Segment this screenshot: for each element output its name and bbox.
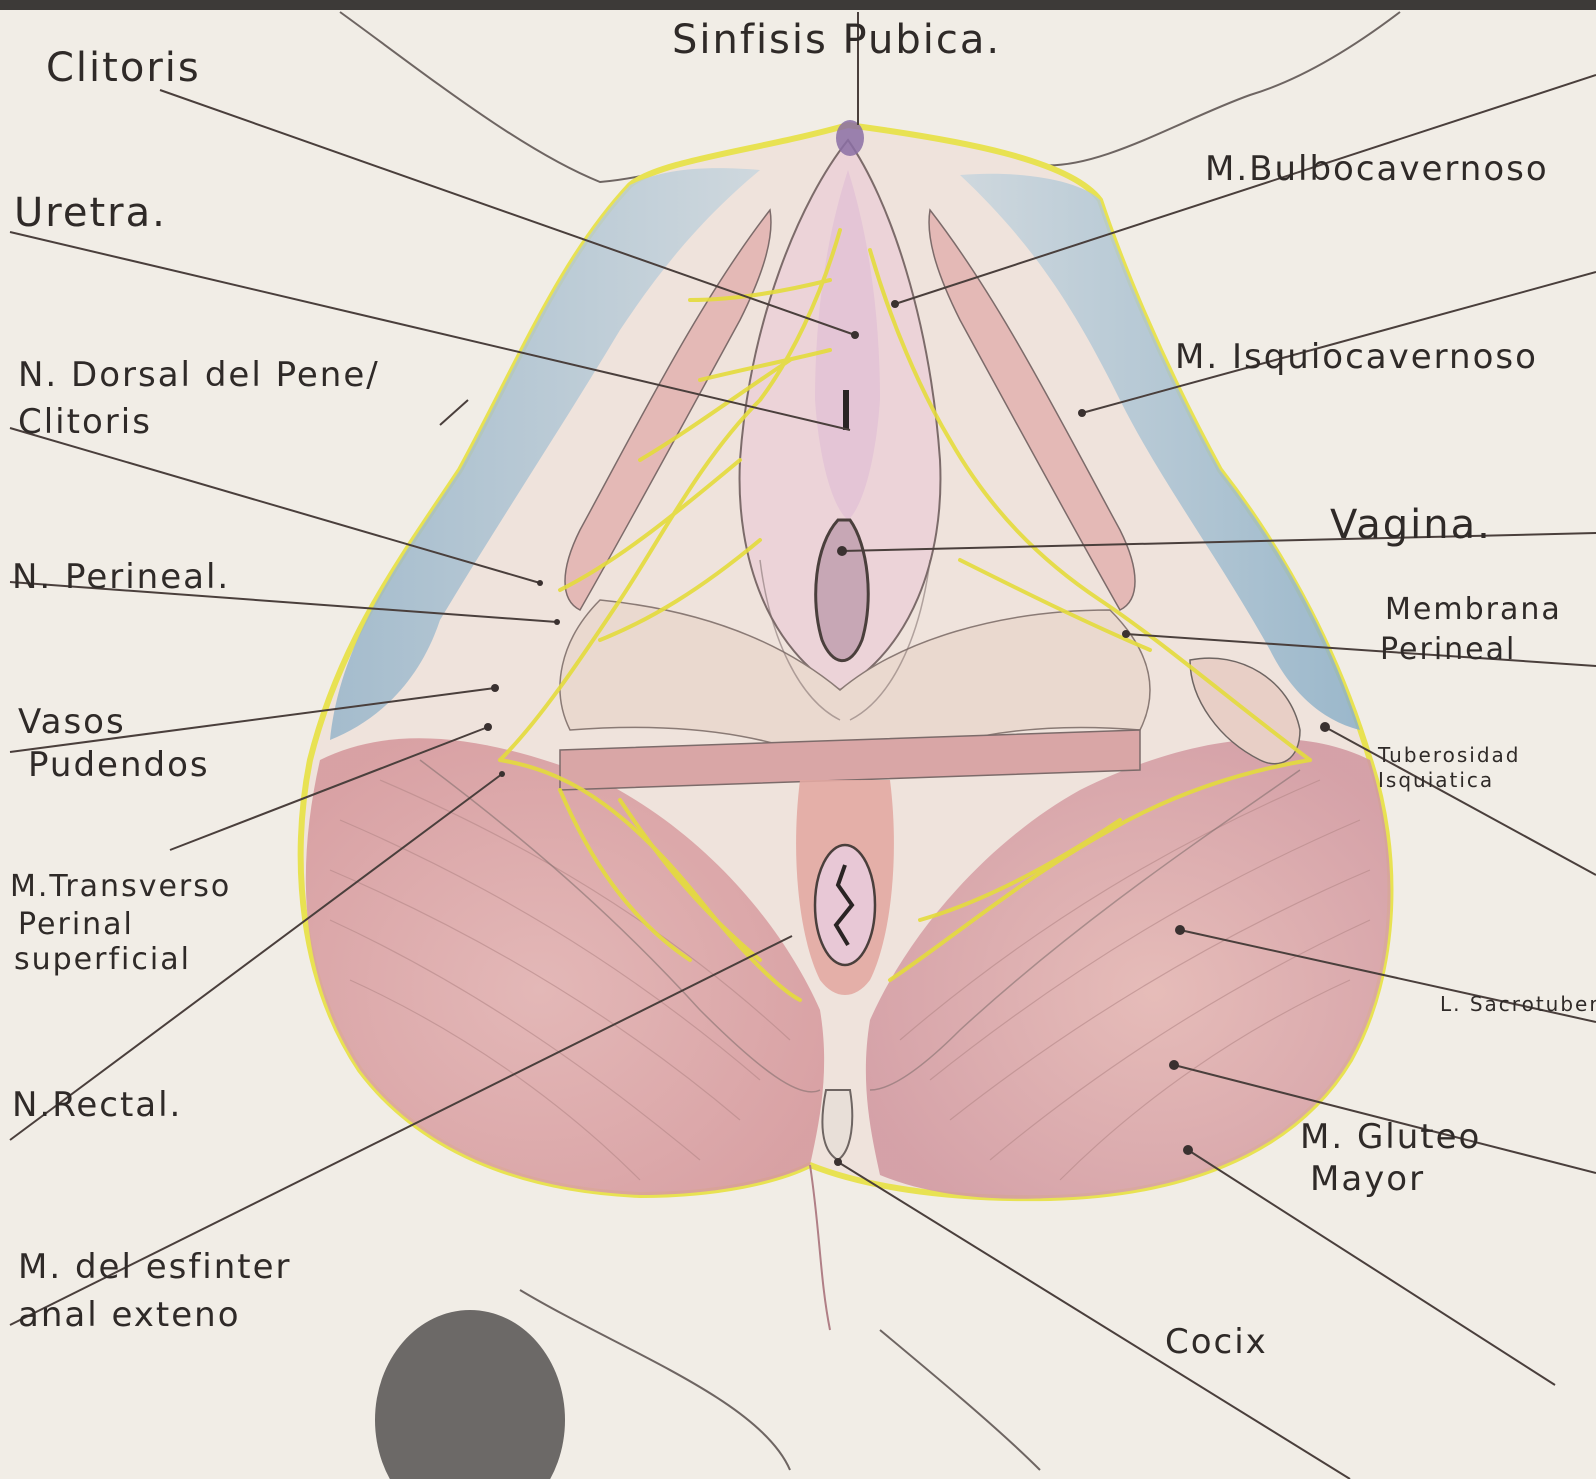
anal-opening xyxy=(815,845,875,965)
label-tuberosidad-line2: Isquiatica xyxy=(1378,770,1494,790)
label-m-transverso-line1: M.Transverso xyxy=(10,872,231,902)
label-membrana-line1: Membrana xyxy=(1385,595,1562,625)
label-m-gluteo-line2: Mayor xyxy=(1310,1162,1425,1196)
top-edge xyxy=(0,0,1596,10)
label-m-esfinter-line1: M. del esfinter xyxy=(18,1250,292,1284)
label-m-bulbocavernoso: M.Bulbocavernoso xyxy=(1205,152,1549,186)
label-l-sacrotuberoso: L. Sacrotuberoso xyxy=(1440,994,1596,1014)
label-m-transverso-line3: superficial xyxy=(14,945,191,975)
label-vagina: Vagina. xyxy=(1330,505,1492,545)
label-clitoris: Clitoris xyxy=(46,48,201,88)
label-m-transverso-line2: Perinal xyxy=(18,910,134,940)
label-m-gluteo-line1: M. Gluteo xyxy=(1300,1120,1481,1154)
label-vasos-line1: Vasos xyxy=(18,705,126,739)
label-uretra: Uretra. xyxy=(14,193,167,233)
label-tuberosidad-line1: Tuberosidad xyxy=(1378,745,1521,765)
label-membrana-line2: Perineal xyxy=(1380,635,1516,665)
label-sinfisis-pubica: Sinfisis Pubica. xyxy=(672,20,1001,60)
label-n-perineal: N. Perineal. xyxy=(12,560,230,594)
label-m-esfinter-line2: anal exteno xyxy=(18,1298,241,1332)
vaginal-opening xyxy=(816,520,869,661)
label-n-rectal: N.Rectal. xyxy=(12,1088,182,1122)
label-cocix: Cocix xyxy=(1165,1325,1268,1359)
urethral-opening xyxy=(843,390,849,430)
label-m-isquiocavernoso: M. Isquiocavernoso xyxy=(1175,340,1538,374)
label-n-dorsal-line2: Clitoris xyxy=(18,405,152,439)
pubic-symphysis-mark xyxy=(836,120,864,156)
label-vasos-line2: Pudendos xyxy=(28,748,210,782)
label-n-dorsal-line1: N. Dorsal del Pene/ xyxy=(18,358,380,392)
